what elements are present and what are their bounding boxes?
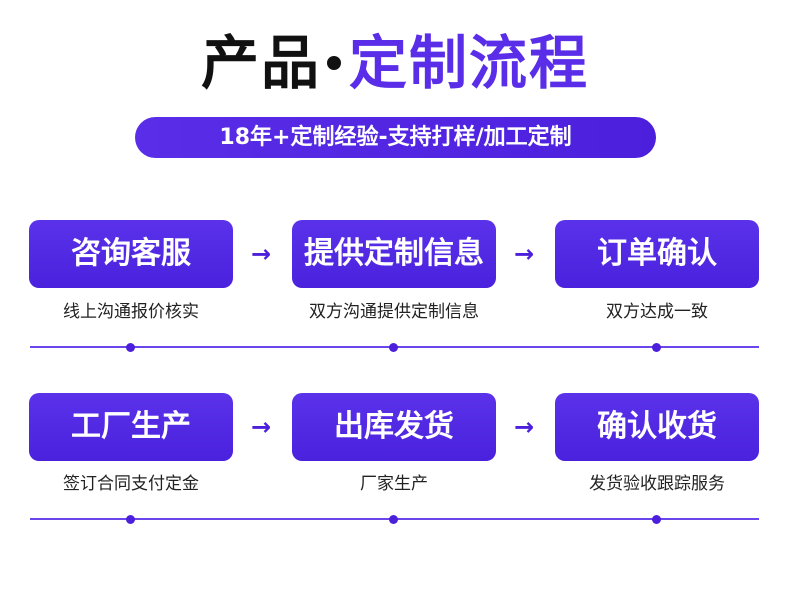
timeline-dot [389,343,398,352]
arrow-right-icon: → [513,240,535,268]
timeline-dot [126,515,135,524]
step-order-confirm-box: 订单确认 [555,220,759,288]
subtitle-banner: 18年+定制经验-支持打样/加工定制 [135,117,656,158]
step-order-confirm-desc: 双方达成一致 [606,302,708,322]
step-receipt-desc: 发货验收跟踪服务 [589,474,725,494]
title-accent: 定制流程 [349,29,590,97]
title-dot [327,55,341,70]
arrow-right-icon: → [250,240,272,268]
step-provide-info-box: 提供定制信息 [292,220,496,288]
step-provide-info-desc: 双方沟通提供定制信息 [309,302,479,322]
page-title: 产品定制流程 [0,28,790,98]
step-production-desc: 签订合同支付定金 [63,474,199,494]
arrow-right-icon: → [250,413,272,441]
title-main: 产品 [200,29,321,97]
step-consult-desc: 线上沟通报价核实 [63,302,199,322]
arrow-right-icon: → [513,413,535,441]
step-consult-box: 咨询客服 [29,220,233,288]
step-production-box: 工厂生产 [29,393,233,461]
step-receipt-box: 确认收货 [555,393,759,461]
step-shipping-desc: 厂家生产 [360,474,428,494]
step-shipping-box: 出库发货 [292,393,496,461]
timeline-dot [389,515,398,524]
timeline-dot [652,343,661,352]
timeline-dot [652,515,661,524]
timeline-dot [126,343,135,352]
